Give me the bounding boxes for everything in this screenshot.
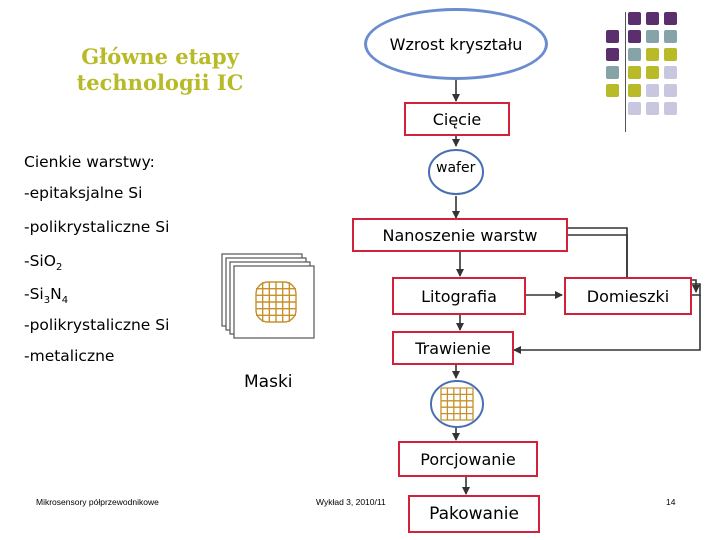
masks-label: Maski [244,372,293,392]
decorative-square [606,48,619,61]
layer-sio2-sub: 2 [55,262,63,274]
patterned-wafer-icon [430,380,484,428]
cutting-label: Cięcie [432,109,482,129]
packaging-label: Pakowanie [429,504,519,524]
dicing-label: Porcjowanie [420,449,516,469]
footer-page-number: 14 [666,497,676,507]
grid-divider-line [625,12,626,132]
decorative-square [664,48,677,61]
deposition-label: Nanoszenie warstw [382,225,538,245]
dicing-node: Porcjowanie [398,441,538,477]
layer-metallic: -metaliczne [24,347,115,365]
wafer-icon [428,149,484,195]
decorative-square [646,66,659,79]
crystal-growth-node: Wzrost kryształu [364,8,548,80]
decorative-square [628,30,641,43]
layer-si3n4-sub1: 3 [43,295,51,307]
decorative-square [664,30,677,43]
masks-stack [220,252,320,342]
wafer-node: wafer [426,146,486,196]
layer-si3n4-sub2: 4 [61,295,69,307]
layer-si3n4-mid: N [50,285,62,303]
layer-polysilicon-2: -polikrystaliczne Si [24,316,170,334]
decorative-square [664,12,677,25]
decorative-square [628,66,641,79]
decorative-square [646,30,659,43]
footer-lecture: Wykład 3, 2010/11 [316,497,386,507]
layer-si3n4: -Si3N4 [24,285,68,306]
decorative-square [606,30,619,43]
footer-course: Mikrosensory półprzewodnikowe [36,497,159,507]
decorative-square [628,102,641,115]
lithography-node: Litografia [392,277,526,315]
thin-layers-heading: Cienkie warstwy: [24,153,155,171]
cutting-node: Cięcie [404,102,510,136]
decorative-square [628,48,641,61]
patterned-wafer [428,378,486,430]
decorative-square [664,102,677,115]
decorative-square [664,84,677,97]
packaging-node: Pakowanie [408,495,540,533]
page-title: Główne etapy technologii IC [76,44,244,95]
crystal-growth-label: Wzrost kryształu [389,34,523,54]
lithography-label: Litografia [421,286,497,306]
decorative-square [628,12,641,25]
decorative-square [646,12,659,25]
decorative-square [646,84,659,97]
wafer-label: wafer [436,160,476,176]
deposition-node: Nanoszenie warstw [352,218,568,252]
doping-label: Domieszki [586,286,670,306]
layer-si3n4-prefix: -Si [24,285,44,303]
layer-polysilicon-1: -polikrystaliczne Si [24,218,170,236]
decorative-square [664,66,677,79]
masks-icon [221,253,315,339]
decorative-square [606,66,619,79]
etching-node: Trawienie [392,331,514,365]
layer-sio2-prefix: -SiO [24,252,56,270]
doping-node: Domieszki [564,277,692,315]
decorative-square [628,84,641,97]
layer-sio2: -SiO2 [24,252,62,273]
decorative-square [606,84,619,97]
decorative-square-grid [600,0,720,140]
layer-epitaxial: -epitaksjalne Si [24,184,143,202]
etching-label: Trawienie [415,338,491,358]
decorative-square [646,48,659,61]
decorative-square [646,102,659,115]
loop-doping-to-etching [513,295,701,354]
